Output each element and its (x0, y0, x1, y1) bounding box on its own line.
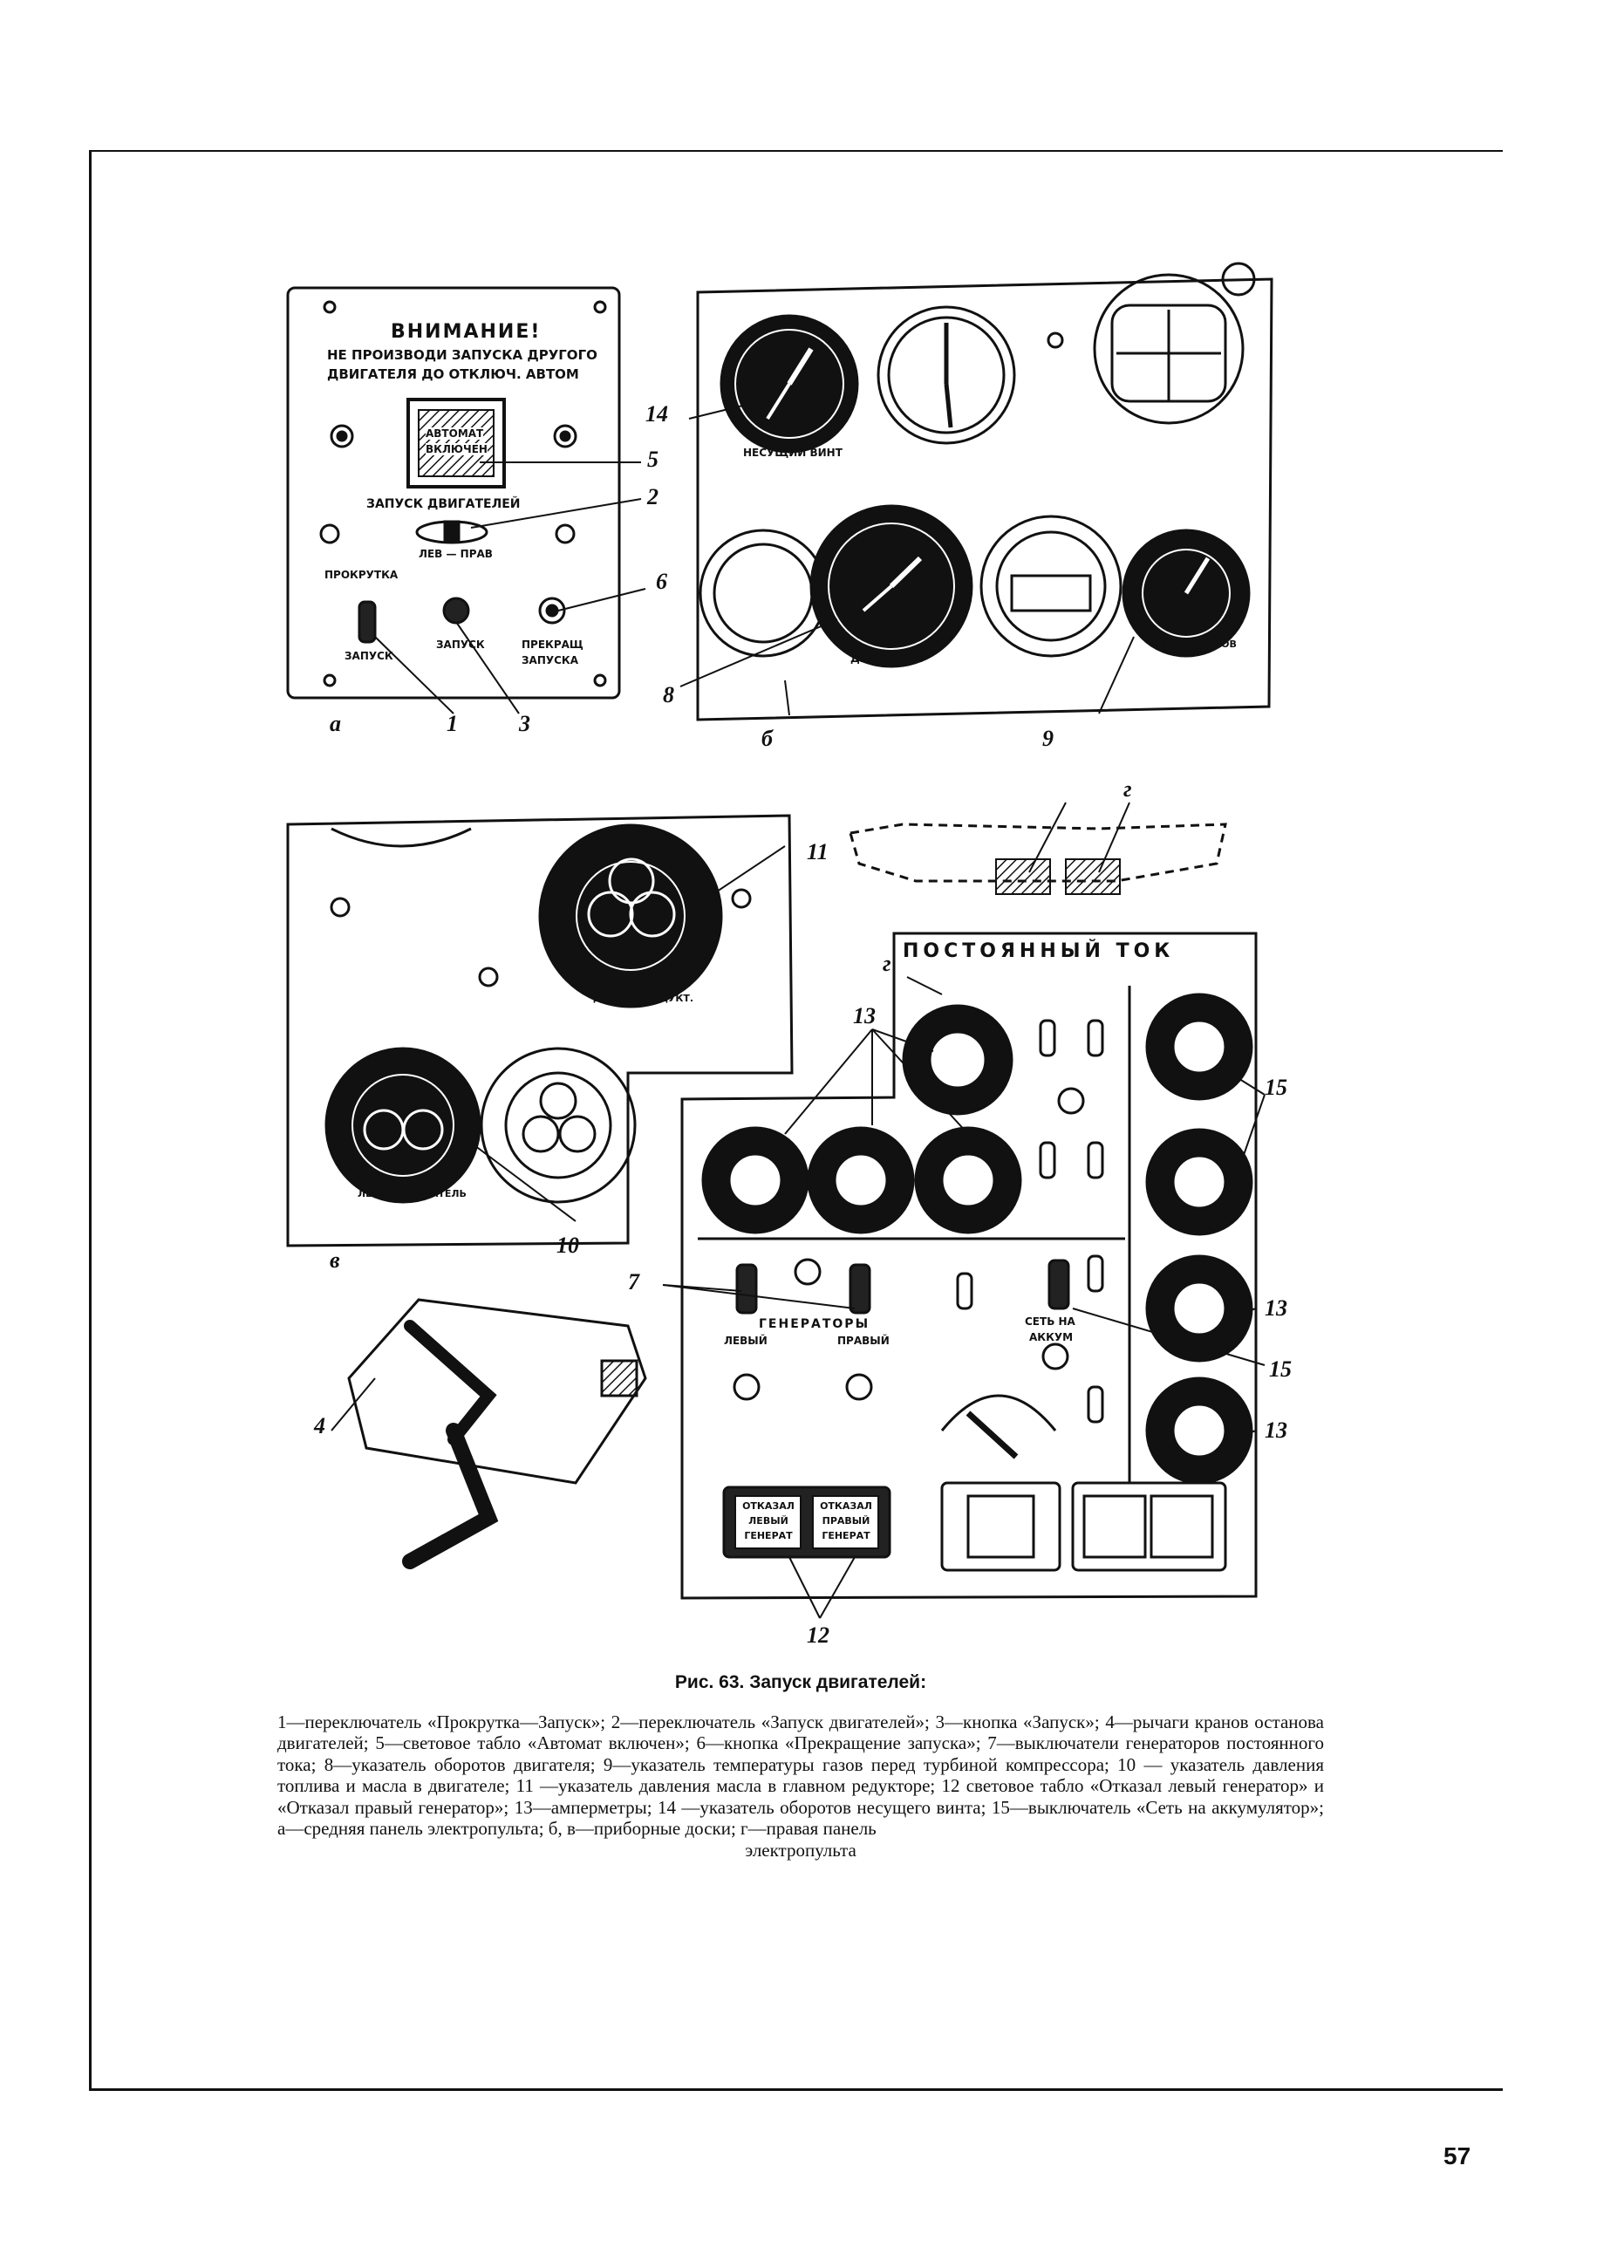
zapusk-button-label: ЗАПУСК (436, 639, 485, 651)
panel-b (696, 262, 1273, 721)
left-engine-label: ЛЕВЫЙ ДВИГАТЕЛЬ (358, 1188, 467, 1199)
fail-right-line-2: ПРАВЫЙ (822, 1515, 870, 1527)
reducer-gauge-label: ДАВЛЕН. РЕДУКТ. (593, 993, 694, 1004)
callout-g: г (883, 951, 891, 976)
fail-left-line-2: ЛЕВЫЙ (748, 1515, 788, 1527)
callout-3: 3 (519, 711, 530, 736)
dc-header: ПОСТОЯННЫЙ ТОК (903, 940, 1175, 962)
fail-right-line-3: ГЕНЕРАТ (822, 1530, 870, 1541)
page-frame (89, 150, 1503, 2091)
callout-b: б (761, 726, 773, 751)
callout-1: 1 (447, 711, 458, 736)
callout-7: 7 (628, 1269, 639, 1295)
callout-11: 11 (807, 839, 829, 864)
prekrash-label-2: ЗАПУСКА (522, 654, 579, 666)
gen-right-label: ПРАВЫЙ (837, 1335, 890, 1347)
set-akkum-label-2: АККУМ (1029, 1331, 1074, 1343)
engine-gauge-label: ДВИГАТЕЛИ (850, 652, 924, 665)
fail-left-line-3: ГЕНЕРАТ (744, 1530, 793, 1541)
callout-13-mid: 13 (1265, 1295, 1287, 1321)
temp-gauge-label: ТЕМПЕР. ГАЗОВ (1150, 639, 1237, 650)
callout-13-top: 13 (853, 1003, 876, 1028)
fail-left-line-1: ОТКАЗАЛ (742, 1500, 795, 1512)
gen-left-label: ЛЕВЫЙ (724, 1335, 768, 1347)
callout-g-top: г (1123, 776, 1132, 802)
caption-title: Рис. 63. Запуск двигателей: (674, 1672, 927, 1692)
set-akkum-label-1: СЕТЬ НА (1025, 1315, 1075, 1328)
callout-14: 14 (645, 401, 668, 427)
page-number: 57 (1443, 2142, 1471, 2169)
callout-10: 10 (556, 1233, 579, 1258)
callout-6: 6 (656, 569, 667, 594)
engine-start-label: ЗАПУСК ДВИГАТЕЛЕЙ (366, 497, 521, 511)
callout-v: в (330, 1247, 340, 1273)
warning-title: ВНИМАНИЕ! (391, 321, 542, 343)
fail-right-tablo: ОТКАЗАЛ ПРАВЫЙ ГЕНЕРАТ (815, 1499, 877, 1543)
rotor-gauge-label: НЕСУЩИЙ ВИНТ (743, 447, 843, 459)
callout-4: 4 (314, 1413, 325, 1438)
leader-lines (331, 399, 1266, 1619)
fail-left-tablo: ОТКАЗАЛ ЛЕВЫЙ ГЕНЕРАТ (737, 1499, 800, 1543)
callout-9: 9 (1042, 726, 1054, 751)
warning-line-1: НЕ ПРОИЗВОДИ ЗАПУСКА ДРУГОГО (327, 347, 597, 363)
caption-last-line: электропульта (745, 1839, 856, 1861)
callout-13-bottom: 13 (1265, 1418, 1287, 1443)
callout-8: 8 (663, 682, 674, 707)
fuel-shutoff-levers (347, 1298, 647, 1569)
callout-5: 5 (647, 447, 658, 472)
callout-15-top: 15 (1265, 1075, 1287, 1100)
zapusk-switch-label: ЗАПУСК (345, 650, 393, 662)
generators-label: ГЕНЕРАТОРЫ (759, 1317, 870, 1331)
prokrutka-label: ПРОКРУТКА (324, 569, 399, 581)
prekrash-label-1: ПРЕКРАЩ (522, 639, 583, 651)
panel-g (680, 823, 1258, 1600)
fail-right-line-1: ОТКАЗАЛ (820, 1500, 872, 1512)
callout-a: а (330, 711, 341, 736)
lev-prav-label: ЛЕВ — ПРАВ (419, 548, 493, 560)
panel-v (286, 814, 794, 1247)
callout-2: 2 (647, 484, 658, 509)
callout-15-bottom: 15 (1269, 1356, 1292, 1382)
figure-caption: Рис. 63. Запуск двигателей: 1—переключат… (277, 1672, 1324, 1861)
tablo-avtomat-line-1: АВТОМАТ (426, 427, 484, 440)
callout-12: 12 (807, 1622, 829, 1648)
caption-body: 1—переключатель «Прокрутка—Запуск»; 2—пе… (277, 1711, 1324, 1840)
tablo-avtomat-line-2: ВКЛЮЧЕН (426, 443, 488, 455)
warning-line-2: ДВИГАТЕЛЯ ДО ОТКЛЮЧ. АВТОМ (327, 366, 579, 382)
